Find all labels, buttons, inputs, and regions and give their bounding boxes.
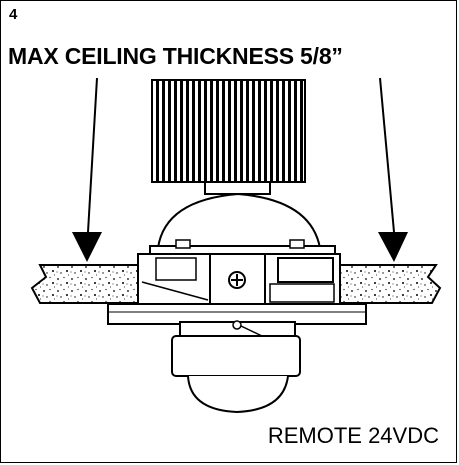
step-number: 4 [9,6,18,23]
arrow-down-icon [378,77,408,262]
ceiling-thickness-heading: MAX CEILING THICKNESS 5/8” [8,43,343,69]
arrow-down-icon [72,77,102,262]
power-spec-label: REMOTE 24VDC [267,423,439,448]
knurled-knob [151,79,306,195]
lens-assembly [171,320,301,414]
dome-housing [149,192,336,257]
ceiling-slab-right [339,264,442,304]
ceiling-slab-left [30,264,139,304]
screw-icon [228,271,246,289]
